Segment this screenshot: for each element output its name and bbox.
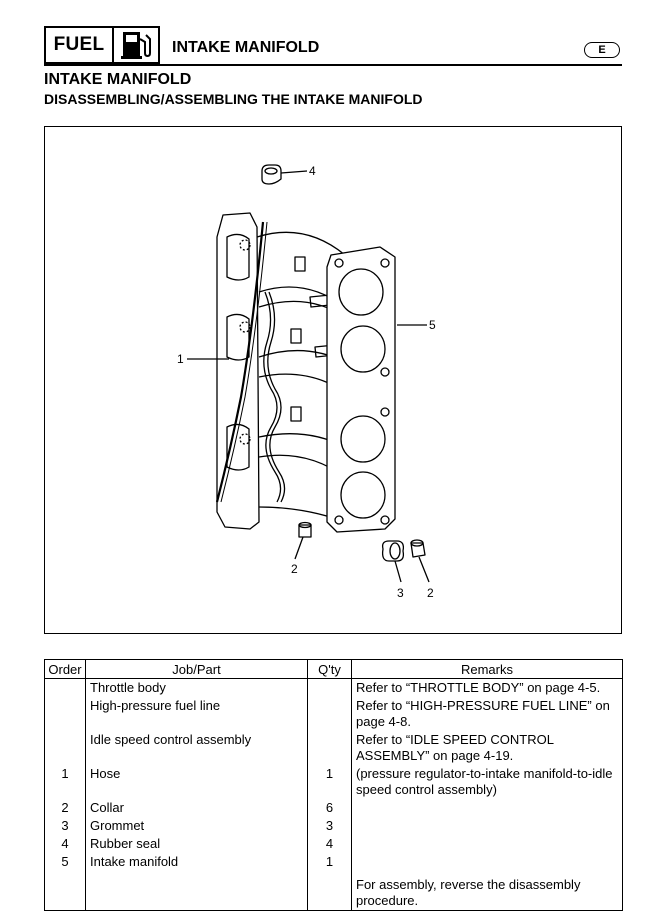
row-qty	[307, 678, 352, 697]
page-title: INTAKE MANIFOLD	[172, 39, 320, 56]
row-order	[44, 731, 86, 765]
table-row: For assembly, reverse the disassembly pr…	[44, 871, 623, 911]
row-qty	[307, 871, 352, 911]
row-order	[44, 678, 86, 697]
row-remarks	[351, 799, 623, 817]
table-row: Throttle body Refer to “THROTTLE BODY” o…	[44, 678, 623, 697]
col-order: Order	[44, 659, 86, 679]
row-order: 2	[44, 799, 86, 817]
plenum-body	[216, 212, 260, 530]
row-job: Idle speed control assembly	[85, 731, 308, 765]
exploded-view-figure: 4 1 5 2 3 2	[44, 126, 622, 634]
table-row: 2 Collar 6	[44, 799, 623, 817]
section-tag-box: FUEL	[44, 26, 160, 64]
table-row: 3 Grommet 3	[44, 817, 623, 835]
col-qty: Q'ty	[307, 659, 352, 679]
row-job: Collar	[85, 799, 308, 817]
row-job	[85, 871, 308, 911]
collar-right	[410, 542, 426, 558]
row-order: 1	[44, 765, 86, 799]
row-remarks: For assembly, reverse the disassembly pr…	[351, 871, 623, 911]
intake-manifold-illustration: 4 1 5 2 3 2	[177, 164, 436, 600]
row-order: 4	[44, 835, 86, 853]
callout-1: 1	[177, 352, 184, 366]
row-remarks: Refer to “HIGH-PRESSURE FUEL LINE” on pa…	[351, 697, 623, 731]
table-row: High-pressure fuel line Refer to “HIGH-P…	[44, 697, 623, 731]
row-qty: 1	[307, 853, 352, 871]
row-order: 5	[44, 853, 86, 871]
row-job: Intake manifold	[85, 853, 308, 871]
row-qty	[307, 731, 352, 765]
row-job: Hose	[85, 765, 308, 799]
row-order: 3	[44, 817, 86, 835]
row-remarks: Refer to “THROTTLE BODY” on page 4-5.	[351, 678, 623, 697]
row-order	[44, 697, 86, 731]
callout-4: 4	[309, 164, 316, 178]
row-job: Grommet	[85, 817, 308, 835]
row-qty: 6	[307, 799, 352, 817]
table-row: Idle speed control assembly Refer to “ID…	[44, 731, 623, 765]
header-rule	[44, 64, 622, 66]
row-job: Rubber seal	[85, 835, 308, 853]
table-row: 4 Rubber seal 4	[44, 835, 623, 853]
callout-3: 3	[397, 586, 404, 600]
hose	[215, 221, 265, 503]
row-qty	[307, 697, 352, 731]
section-title: INTAKE MANIFOLD	[44, 71, 192, 88]
row-remarks	[351, 817, 623, 835]
language-badge: E	[584, 42, 620, 58]
collar-left	[298, 524, 312, 538]
row-job: High-pressure fuel line	[85, 697, 308, 731]
parts-table: Order Job/Part Q'ty Remarks Throttle bod…	[44, 659, 623, 911]
row-order	[44, 871, 86, 911]
row-remarks: Refer to “IDLE SPEED CONTROL ASSEMBLY” o…	[351, 731, 623, 765]
section-subtitle: DISASSEMBLING/ASSEMBLING THE INTAKE MANI…	[44, 91, 423, 107]
table-row: 1 Hose 1 (pressure regulator-to-intake m…	[44, 765, 623, 799]
table-row: 5 Intake manifold 1	[44, 853, 623, 871]
callout-2-left: 2	[291, 562, 298, 576]
row-qty: 1	[307, 765, 352, 799]
row-qty: 3	[307, 817, 352, 835]
row-job: Throttle body	[85, 678, 308, 697]
section-tag: FUEL	[46, 28, 114, 62]
row-remarks	[351, 835, 623, 853]
row-remarks: (pressure regulator-to-intake manifold-t…	[351, 765, 623, 799]
col-remarks: Remarks	[351, 659, 623, 679]
col-job-part: Job/Part	[85, 659, 308, 679]
row-qty: 4	[307, 835, 352, 853]
callout-5: 5	[429, 318, 436, 332]
callout-2-right: 2	[427, 586, 434, 600]
intake-manifold-flange	[326, 246, 396, 533]
fuel-pump-icon	[114, 28, 158, 62]
row-remarks	[351, 853, 623, 871]
table-header-row: Order Job/Part Q'ty Remarks	[44, 659, 623, 679]
